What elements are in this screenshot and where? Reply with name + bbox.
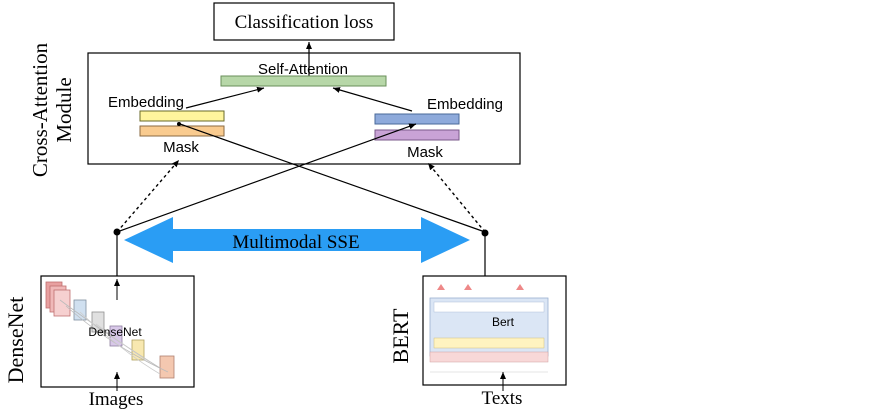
classification-loss-box [213,2,395,41]
bert-side-label-group: BERT [388,308,413,363]
right-mask-label: Mask [407,144,443,161]
multimodal-sse-label: Multimodal SSE [232,232,359,253]
densenet-side-label-group: DenseNet [3,297,28,384]
module-side-label-line2: Module [52,77,76,142]
classification-loss-label: Classification loss [235,12,374,33]
right-dotted-arrow [427,162,486,233]
images-caption: Images [89,389,144,410]
bert-figure [429,284,549,373]
densenet-side-label: DenseNet [3,297,28,384]
left-mask-bar [139,125,225,137]
multimodal-sse-arrow [124,217,470,263]
right-embedding-bar [374,113,460,125]
module-side-label: Cross-Attention Module [28,42,76,177]
text-to-image-cross-line [179,123,486,233]
left-embedding-bar [139,110,225,122]
left-dotted-arrow [116,159,180,233]
right-embedding-to-attention-arrow [332,87,413,112]
left-embedding-to-attention-arrow [185,86,265,109]
left-mask-label: Mask [163,139,199,156]
self-attention-label: Self-Attention [258,61,348,78]
bert-inner-label: Bert [492,315,515,329]
densenet-inner-label: DenseNet [88,325,142,339]
texts-caption: Texts [482,388,523,409]
self-attention-bar [220,75,387,87]
left-cross-dot [177,122,181,126]
cross-attention-module-box [87,52,521,165]
module-side-label-line1: Cross-Attention [28,42,52,177]
bert-side-label: BERT [388,308,413,363]
image-to-text-cross-line [116,123,417,233]
densenet-figure [45,281,175,379]
right-embedding-label: Embedding [427,96,503,113]
right-mask-bar [374,129,460,141]
left-embedding-label: Embedding [108,94,184,111]
